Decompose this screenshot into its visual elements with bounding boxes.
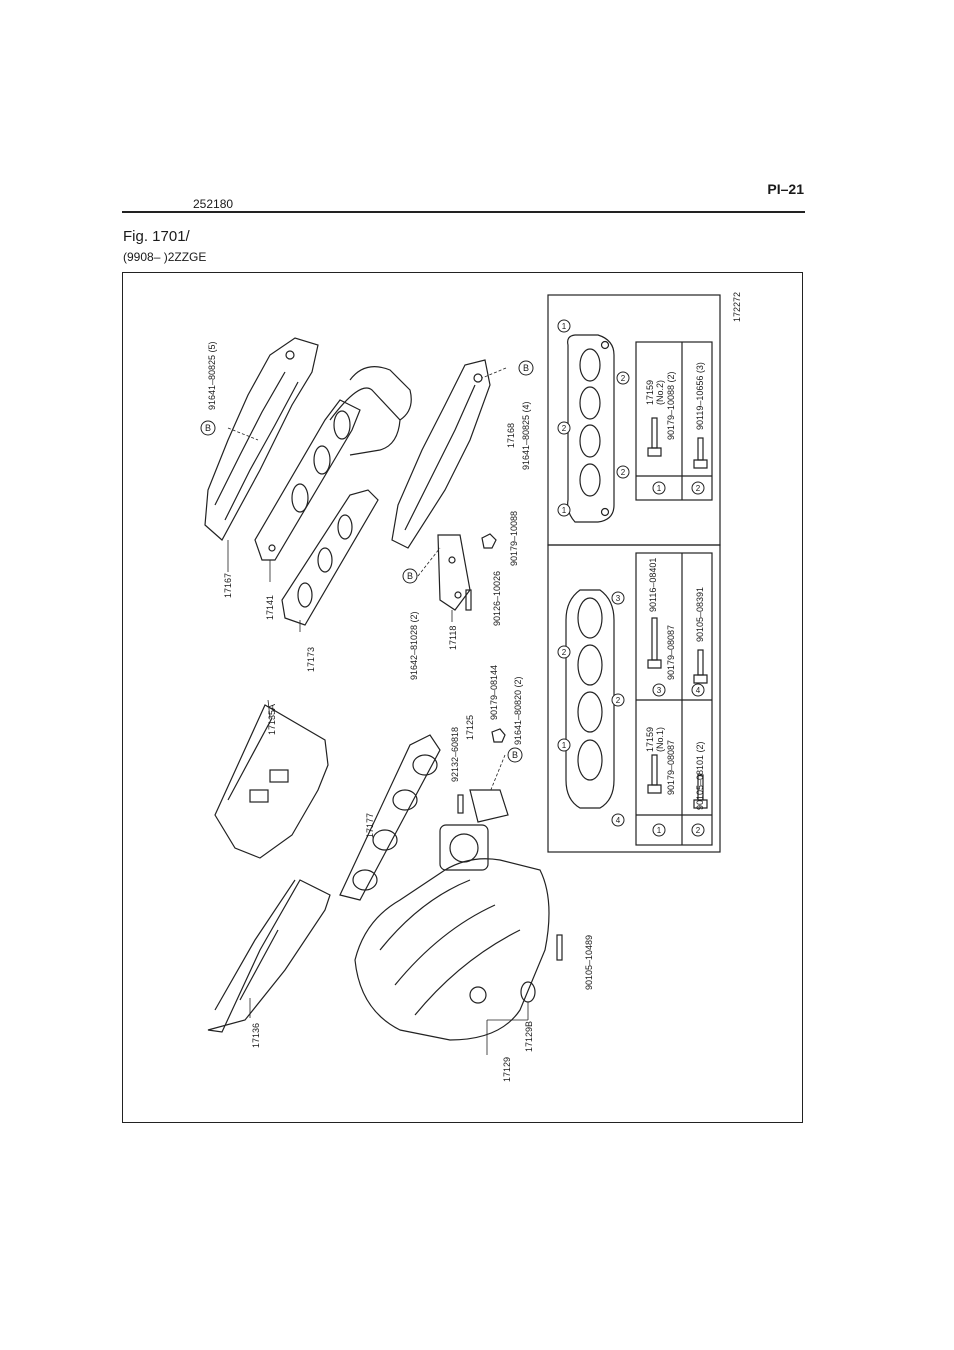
- stud-90126-10026: [465, 589, 472, 611]
- stud-92132-60818: [457, 794, 464, 814]
- table-ref: 3: [657, 686, 662, 695]
- stud-icon-lower: [647, 617, 708, 809]
- ref-b-label: B: [523, 363, 529, 373]
- table-ref: 2: [696, 826, 701, 835]
- callout-17135A: 17135A: [267, 704, 277, 735]
- table-fastener: 90119–10656 (3): [695, 362, 705, 430]
- detail-table-upper: [635, 341, 713, 501]
- callout-17177: 17177: [365, 813, 375, 838]
- callout-90179-10088: 90179–10088: [509, 511, 519, 566]
- callout-91642-81028-2: 91642–81028 (2): [409, 611, 419, 680]
- table-note: (No.2): [655, 380, 665, 405]
- callout-17136: 17136: [251, 1023, 261, 1048]
- callout-90126-10026: 90126–10026: [492, 571, 502, 626]
- callout-digits: 1 2 2 2 1 1 2 3 4 2 1 2 1 2 3 4: [562, 322, 701, 835]
- gasket-mark: 2: [621, 468, 626, 477]
- detail-box-lower: [547, 544, 721, 853]
- table-ref: 2: [696, 484, 701, 493]
- table-fastener: 90179–10088 (2): [666, 371, 676, 440]
- callout-91641-80825-5: 91641–80825 (5): [207, 341, 217, 410]
- table-note: (No.1): [655, 727, 665, 752]
- table-fastener: 90179–08087: [666, 740, 676, 795]
- callout-17129: 17129: [502, 1057, 512, 1082]
- stud-icon-upper: [647, 417, 662, 457]
- callout-17173: 17173: [306, 647, 316, 672]
- bolt-90105-10489: [556, 934, 563, 961]
- gasket-17173: [281, 489, 379, 626]
- page-number: PI–21: [767, 181, 804, 197]
- gasket-mark: 3: [616, 594, 621, 603]
- flange-17125: [469, 789, 509, 823]
- callout-17167: 17167: [223, 573, 233, 598]
- ref-b-marker: [518, 360, 534, 376]
- table-ref: 1: [657, 484, 662, 493]
- exhaust-manifold-17141: [254, 366, 412, 561]
- callout-17118: 17118: [448, 626, 458, 650]
- gasket-mark: 1: [562, 741, 567, 750]
- table-fastener: 90116–08401: [648, 558, 658, 612]
- table-fastener: 90105–08101 (2): [695, 741, 705, 810]
- gasket-mark: 2: [621, 374, 626, 383]
- table-ref: 1: [657, 826, 662, 835]
- illustration-number: 172272: [732, 292, 742, 322]
- nut-90179-08144: [491, 728, 506, 743]
- detail-table-lower: [635, 552, 713, 846]
- table-fastener: 90105–08391: [695, 587, 705, 642]
- callout-17168: 17168: [506, 423, 516, 448]
- heat-insulator-17135A: [214, 704, 329, 859]
- callout-91641-80825-4: 91641–80825 (4): [521, 401, 531, 470]
- ref-b-label: B: [205, 423, 211, 433]
- gasket-upper: [567, 334, 615, 523]
- ref-b-marker: [507, 747, 523, 763]
- ref-B-markers: [200, 360, 534, 763]
- nut-90179-10088: [481, 533, 497, 549]
- gasket-mark: 1: [562, 322, 567, 331]
- callout-circles: [557, 319, 705, 837]
- callout-17129B: 17129B: [524, 1021, 534, 1052]
- gasket-mark: 2: [562, 424, 567, 433]
- ref-b-label: B: [512, 750, 518, 760]
- callout-17125: 17125: [465, 715, 475, 740]
- callout-90179-08144: 90179–08144: [489, 665, 499, 720]
- ref-b-marker: [200, 420, 216, 436]
- table-fastener: 90179–08087: [666, 625, 676, 680]
- header-rule: [122, 211, 805, 213]
- bolt-icon-upper: [693, 437, 708, 469]
- figure-subtitle: (9908– )2ZZGE: [123, 250, 207, 264]
- callout-91641-80820-2: 91641–80820 (2): [513, 676, 523, 745]
- ref-b-marker: [402, 568, 418, 584]
- gasket-17177: [339, 734, 441, 901]
- bracket-17118: [437, 534, 471, 611]
- document-code: 252180: [193, 197, 234, 211]
- heat-insulator-17167: [204, 337, 319, 541]
- callout-17141: 17141: [265, 595, 275, 620]
- table-part: 17159: [645, 380, 655, 405]
- gasket-mark: 2: [616, 696, 621, 705]
- gasket-lower: [565, 589, 615, 809]
- callout-90105-10489: 90105–10489: [584, 935, 594, 990]
- gasket-mark: 2: [562, 648, 567, 657]
- callout-92132-60818: 92132–60818: [450, 727, 460, 782]
- heat-insulator-17136: [207, 879, 331, 1033]
- exhaust-manifold-main: [354, 824, 550, 1041]
- figure-title: Fig. 1701/: [123, 228, 190, 245]
- ref-b-label: B: [407, 571, 413, 581]
- table-part: 17159: [645, 727, 655, 752]
- diagram-frame: [122, 272, 803, 1123]
- heat-insulator-17168: [391, 359, 491, 549]
- gasket-mark: 4: [616, 816, 621, 825]
- gasket-mark: 1: [562, 506, 567, 515]
- table-ref: 4: [696, 686, 701, 695]
